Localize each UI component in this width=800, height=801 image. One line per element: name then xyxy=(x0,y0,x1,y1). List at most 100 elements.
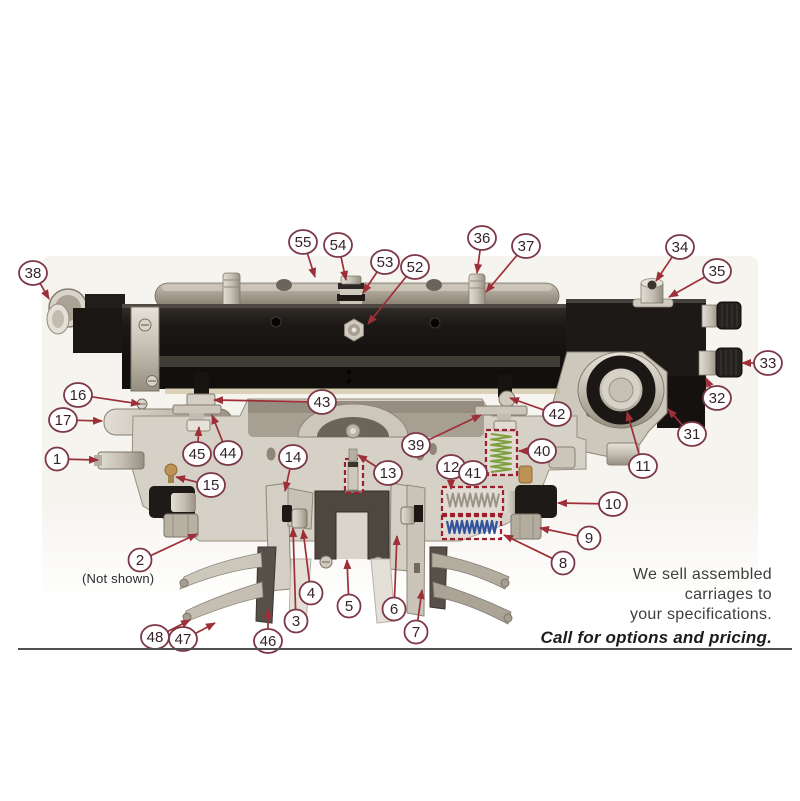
callout-53: 53 xyxy=(362,249,400,294)
callout-circle xyxy=(48,407,78,433)
callout-1: 1 xyxy=(44,446,99,472)
callout-9: 9 xyxy=(539,525,602,551)
hex-nut-52 xyxy=(344,318,364,342)
bottom-divider xyxy=(18,648,792,650)
brass-roller xyxy=(518,465,533,484)
callout-arrow xyxy=(283,469,291,492)
rail-notch xyxy=(276,279,292,291)
callout-3: 3 xyxy=(283,527,309,634)
callout-circle xyxy=(44,446,70,472)
callout-4: 4 xyxy=(298,529,324,606)
callout-number: 34 xyxy=(672,239,689,256)
callout-circle xyxy=(458,460,488,486)
callout-arrow xyxy=(667,408,683,426)
callout-number: 40 xyxy=(534,443,551,460)
callout-number: 4 xyxy=(307,585,315,602)
spring-coil xyxy=(446,492,500,508)
callout-arrow xyxy=(668,276,706,298)
callout-arrow xyxy=(509,397,545,411)
right-fastener-stack xyxy=(474,375,528,432)
callout-circle xyxy=(753,350,783,376)
rod-1 xyxy=(97,451,145,470)
callout-arrow xyxy=(343,559,352,596)
callout-11: 11 xyxy=(625,411,658,479)
callout-arrow xyxy=(557,499,600,508)
callout-circle xyxy=(576,525,602,551)
callout-circle xyxy=(127,547,153,573)
callout-arrow xyxy=(150,533,198,557)
callout-arrow xyxy=(39,283,50,300)
spring-coil xyxy=(445,519,499,535)
machine-photo xyxy=(42,256,758,625)
callout-number: 14 xyxy=(285,449,302,466)
not-shown-label: (Not shown) xyxy=(82,571,155,586)
callout-circle xyxy=(288,229,318,255)
callout-arrow xyxy=(194,426,203,442)
callout-arrow xyxy=(91,395,141,407)
callout-number: 31 xyxy=(684,426,701,443)
callout-12: 12 xyxy=(436,454,466,490)
callout-number: 3 xyxy=(292,613,300,630)
callout-number: 54 xyxy=(330,237,347,254)
left-vertical-plate xyxy=(265,482,314,592)
callout-circle xyxy=(253,628,283,654)
callout-46: 46 xyxy=(253,608,283,654)
knurled-knob-bottom xyxy=(698,347,743,378)
callout-arrow xyxy=(300,529,311,583)
rail-post xyxy=(222,272,241,308)
callout-6: 6 xyxy=(381,535,407,622)
callout-number: 10 xyxy=(605,496,622,513)
callout-55: 55 xyxy=(288,229,318,278)
callout-circle xyxy=(550,550,576,576)
callout-arrow xyxy=(211,414,224,442)
callout-arrow xyxy=(167,619,191,633)
rail-notch xyxy=(426,279,442,291)
callout-number: 37 xyxy=(518,238,535,255)
spring-coil xyxy=(490,433,512,473)
callout-arrow xyxy=(68,455,99,464)
callout-41: 41 xyxy=(458,460,490,486)
callout-number: 13 xyxy=(380,465,397,482)
callout-circle xyxy=(373,460,403,486)
callout-8: 8 xyxy=(503,534,576,576)
callout-circle xyxy=(18,260,48,286)
callout-circle xyxy=(677,421,707,447)
callout-38: 38 xyxy=(18,260,50,300)
callout-37: 37 xyxy=(485,233,541,293)
left-bracket xyxy=(130,306,160,392)
right-vertical-plates xyxy=(389,482,426,617)
callout-arrow xyxy=(175,475,198,484)
callout-number: 32 xyxy=(709,390,726,407)
callout-47: 47 xyxy=(168,622,216,652)
rail-post xyxy=(468,273,486,308)
callout-number: 46 xyxy=(260,633,277,650)
callout-circle xyxy=(598,491,628,517)
callout-36: 36 xyxy=(467,225,497,274)
callout-arrow xyxy=(392,535,401,599)
callout-arrow xyxy=(362,271,378,294)
callout-52: 52 xyxy=(367,254,430,325)
callout-42: 42 xyxy=(509,397,572,427)
left-knob-assembly xyxy=(149,486,199,538)
callout-14: 14 xyxy=(278,444,308,492)
callout-arrow xyxy=(428,414,482,441)
callout-arrow xyxy=(503,534,553,560)
callout-number: 1 xyxy=(53,451,61,468)
callout-circle xyxy=(702,258,732,284)
callout-17: 17 xyxy=(48,407,103,433)
callout-number: 52 xyxy=(407,259,424,276)
callout-arrow xyxy=(289,527,298,611)
callout-circle xyxy=(400,254,430,280)
callout-15: 15 xyxy=(175,472,226,498)
callout-5: 5 xyxy=(336,559,362,619)
callout-arrow xyxy=(539,525,578,537)
callout-45: 45 xyxy=(182,426,212,467)
callout-31: 31 xyxy=(667,408,707,447)
caption-line: carriages to xyxy=(684,586,772,603)
callout-circle xyxy=(628,453,658,479)
callout-number: 53 xyxy=(377,254,394,271)
callout-number: 11 xyxy=(635,458,651,475)
callout-arrow xyxy=(195,622,216,635)
callout-arrow xyxy=(340,257,349,281)
callout-arrow xyxy=(474,250,483,274)
